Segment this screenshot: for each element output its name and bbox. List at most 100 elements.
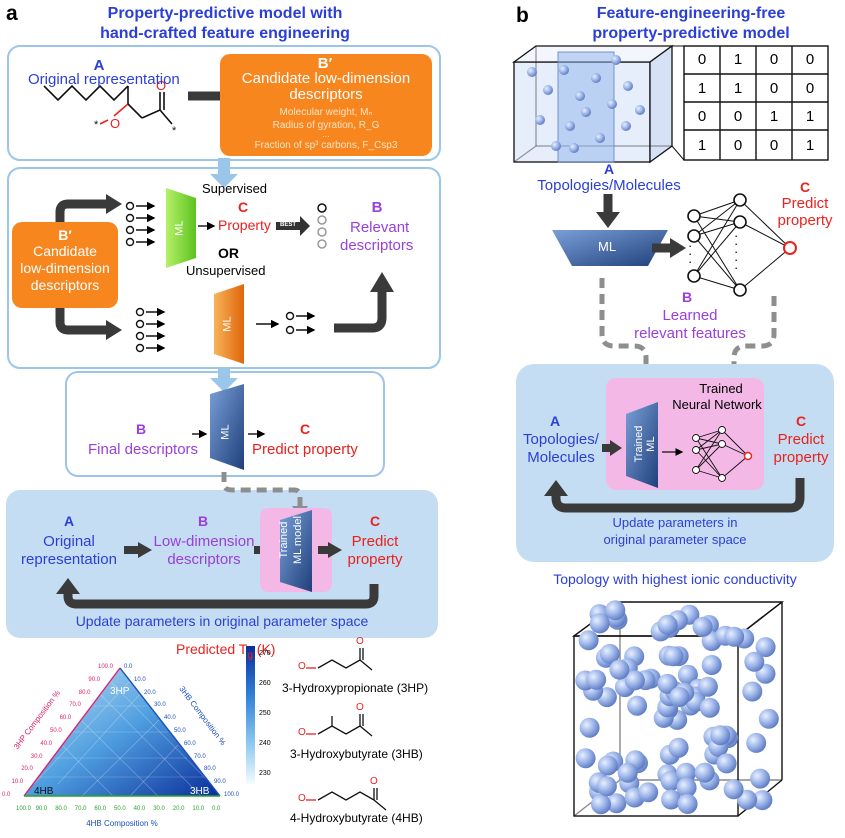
top-cube xyxy=(512,44,674,164)
trained-ml-shape xyxy=(280,510,312,592)
colorbar-tick: 250 xyxy=(259,710,271,717)
step4-low-l1: Low-dimension xyxy=(153,533,255,550)
b-ml-shape xyxy=(552,230,668,266)
supervised-property: Property xyxy=(218,217,271,233)
ternary-tick: 80.0 xyxy=(204,766,216,773)
matrix-cell: 0 xyxy=(805,51,815,68)
relevant-l2: descriptors xyxy=(340,237,414,254)
unsupervised-to-relevant-arrow xyxy=(334,290,387,333)
step2-arrow-down-head xyxy=(106,320,122,340)
ternary-tick: 30.0 xyxy=(153,806,165,812)
ternary-corner-top: 3HP xyxy=(110,686,130,697)
cube-to-matrix-line-2 xyxy=(671,145,685,161)
step1-a-letter: A xyxy=(93,57,105,74)
matrix-cell: 1 xyxy=(769,108,779,125)
ternary-tick: 70.0 xyxy=(69,702,81,709)
step3-final-descriptors: Final descriptors xyxy=(88,441,199,458)
monomer-3hp-co: O xyxy=(356,636,364,647)
ternary-tick: 10.0 xyxy=(134,676,146,683)
unsupervised-outputs xyxy=(285,311,316,335)
ternary-tick: 10.0 xyxy=(192,806,205,812)
matrix-cell: 0 xyxy=(769,51,779,68)
b-ml-label: ML xyxy=(598,239,617,254)
panel-b-title-l1: Feature-engineering-free xyxy=(596,5,786,22)
ternary-tick: 20.0 xyxy=(172,806,185,812)
monomer-3hp-o: O xyxy=(298,661,306,672)
matrix-cell: 1 xyxy=(733,79,743,97)
step3-ml-label: ML xyxy=(219,424,232,440)
ternary-tick: 0.0 xyxy=(212,806,221,812)
step4-low-l2: descriptors xyxy=(167,551,241,568)
matrix-cell: 0 xyxy=(697,51,707,68)
ternary-title: Predicted Tg (K) xyxy=(176,641,276,661)
monomer-3hp-label: 3-Hydroxypropionate (3HP) xyxy=(282,681,429,695)
ternary-tick: 90.0 xyxy=(88,676,101,683)
connector-arrow-2 xyxy=(210,368,238,392)
ternary-tick: 70.0 xyxy=(194,753,206,760)
step4-arrow-1-head xyxy=(138,542,152,558)
unsupervised-ml-label: ML xyxy=(221,316,234,332)
supervised-inputs xyxy=(125,201,156,247)
colorbar xyxy=(246,646,255,784)
step4-b-letter: B xyxy=(197,513,209,529)
step2-bprime-l3: descriptors xyxy=(30,277,100,293)
b-learned-l2: relevant features xyxy=(634,325,746,342)
b-box-c-l1: Predict xyxy=(777,431,825,448)
step1-bprime-letter: B′ xyxy=(317,55,333,72)
ternary-tick: 40.0 xyxy=(133,806,146,812)
b-update-l1: Update parameters in xyxy=(612,515,738,530)
step2-bprime-letter: B′ xyxy=(58,227,72,243)
b-bottom-title: Topology with highest ionic conductivity xyxy=(553,571,797,587)
monomer-3hb-label: 3-Hydroxybutyrate (3HB) xyxy=(290,747,423,761)
matrix-cell: 1 xyxy=(805,136,815,154)
step4-feedback-arrow xyxy=(63,584,379,609)
monomer-4hb xyxy=(306,788,387,811)
supervised-c-letter: C xyxy=(238,199,249,215)
step1-bprime-l2: descriptors xyxy=(289,86,363,103)
step4-trained-l1: Trained xyxy=(277,521,290,559)
step4-trained-l2: ML model xyxy=(291,516,304,564)
top-cube-balls xyxy=(527,55,645,153)
connector-arrow-1 xyxy=(210,158,238,188)
unsupervised-ml-shape xyxy=(214,284,244,364)
ternary-tick: 30.0 xyxy=(154,702,166,709)
ternary-tick: 70.0 xyxy=(74,806,87,812)
b-nn-dots: ··· xyxy=(688,238,693,269)
b-dashed-left xyxy=(599,278,649,378)
ternary-tick: 0.0 xyxy=(2,792,11,798)
ternary-tick: 100.0 xyxy=(98,664,114,670)
b-trained-nn-l2: Neural Network xyxy=(672,397,762,412)
b-box-a-letter: A xyxy=(549,413,561,429)
step1-bprime-box xyxy=(220,54,432,156)
monomer-3hb-co: O xyxy=(356,702,364,713)
b-b-letter: B xyxy=(681,289,693,305)
b-nn-dots-2: ····· xyxy=(734,228,739,275)
b-neural-network xyxy=(687,193,797,297)
colorbar-tick: 230 xyxy=(259,770,271,777)
matrix-cell: 1 xyxy=(805,108,815,125)
unsupervised-to-relevant-head xyxy=(370,272,394,292)
ternary-tick: 100.0 xyxy=(16,806,32,812)
b-c-l2: property xyxy=(777,212,833,229)
step1-desc-4: Fraction of sp³ carbons, F_Csp3 xyxy=(254,140,398,151)
step4-original-l1: Original xyxy=(43,533,95,550)
step4-update: Update parameters in original parameter … xyxy=(75,613,369,629)
step2-arrow-up xyxy=(55,199,108,232)
step1-a-text: Original representation xyxy=(28,71,180,88)
b-update-l2: original parameter space xyxy=(603,532,747,547)
panel-a-title-l2: hand-crafted feature engineering xyxy=(100,25,350,42)
b-small-nn xyxy=(692,426,753,482)
step4-predict-l2: property xyxy=(347,551,403,568)
b-trained-ml-l1: Trained xyxy=(632,425,645,463)
ternary-tick: 80.0 xyxy=(55,806,67,812)
step1-molecule xyxy=(43,84,173,125)
matrix-cell: 0 xyxy=(769,136,779,154)
ternary-fill xyxy=(24,668,220,796)
unsupervised-label: Unsupervised xyxy=(186,263,266,278)
b-box-arrow-in-head xyxy=(610,440,622,456)
ternary-tick: 100.0 xyxy=(224,792,240,798)
supervised-ml-label: ML xyxy=(173,220,186,236)
or-label: OR xyxy=(218,245,239,261)
ternary-tick: 20.0 xyxy=(144,689,156,696)
